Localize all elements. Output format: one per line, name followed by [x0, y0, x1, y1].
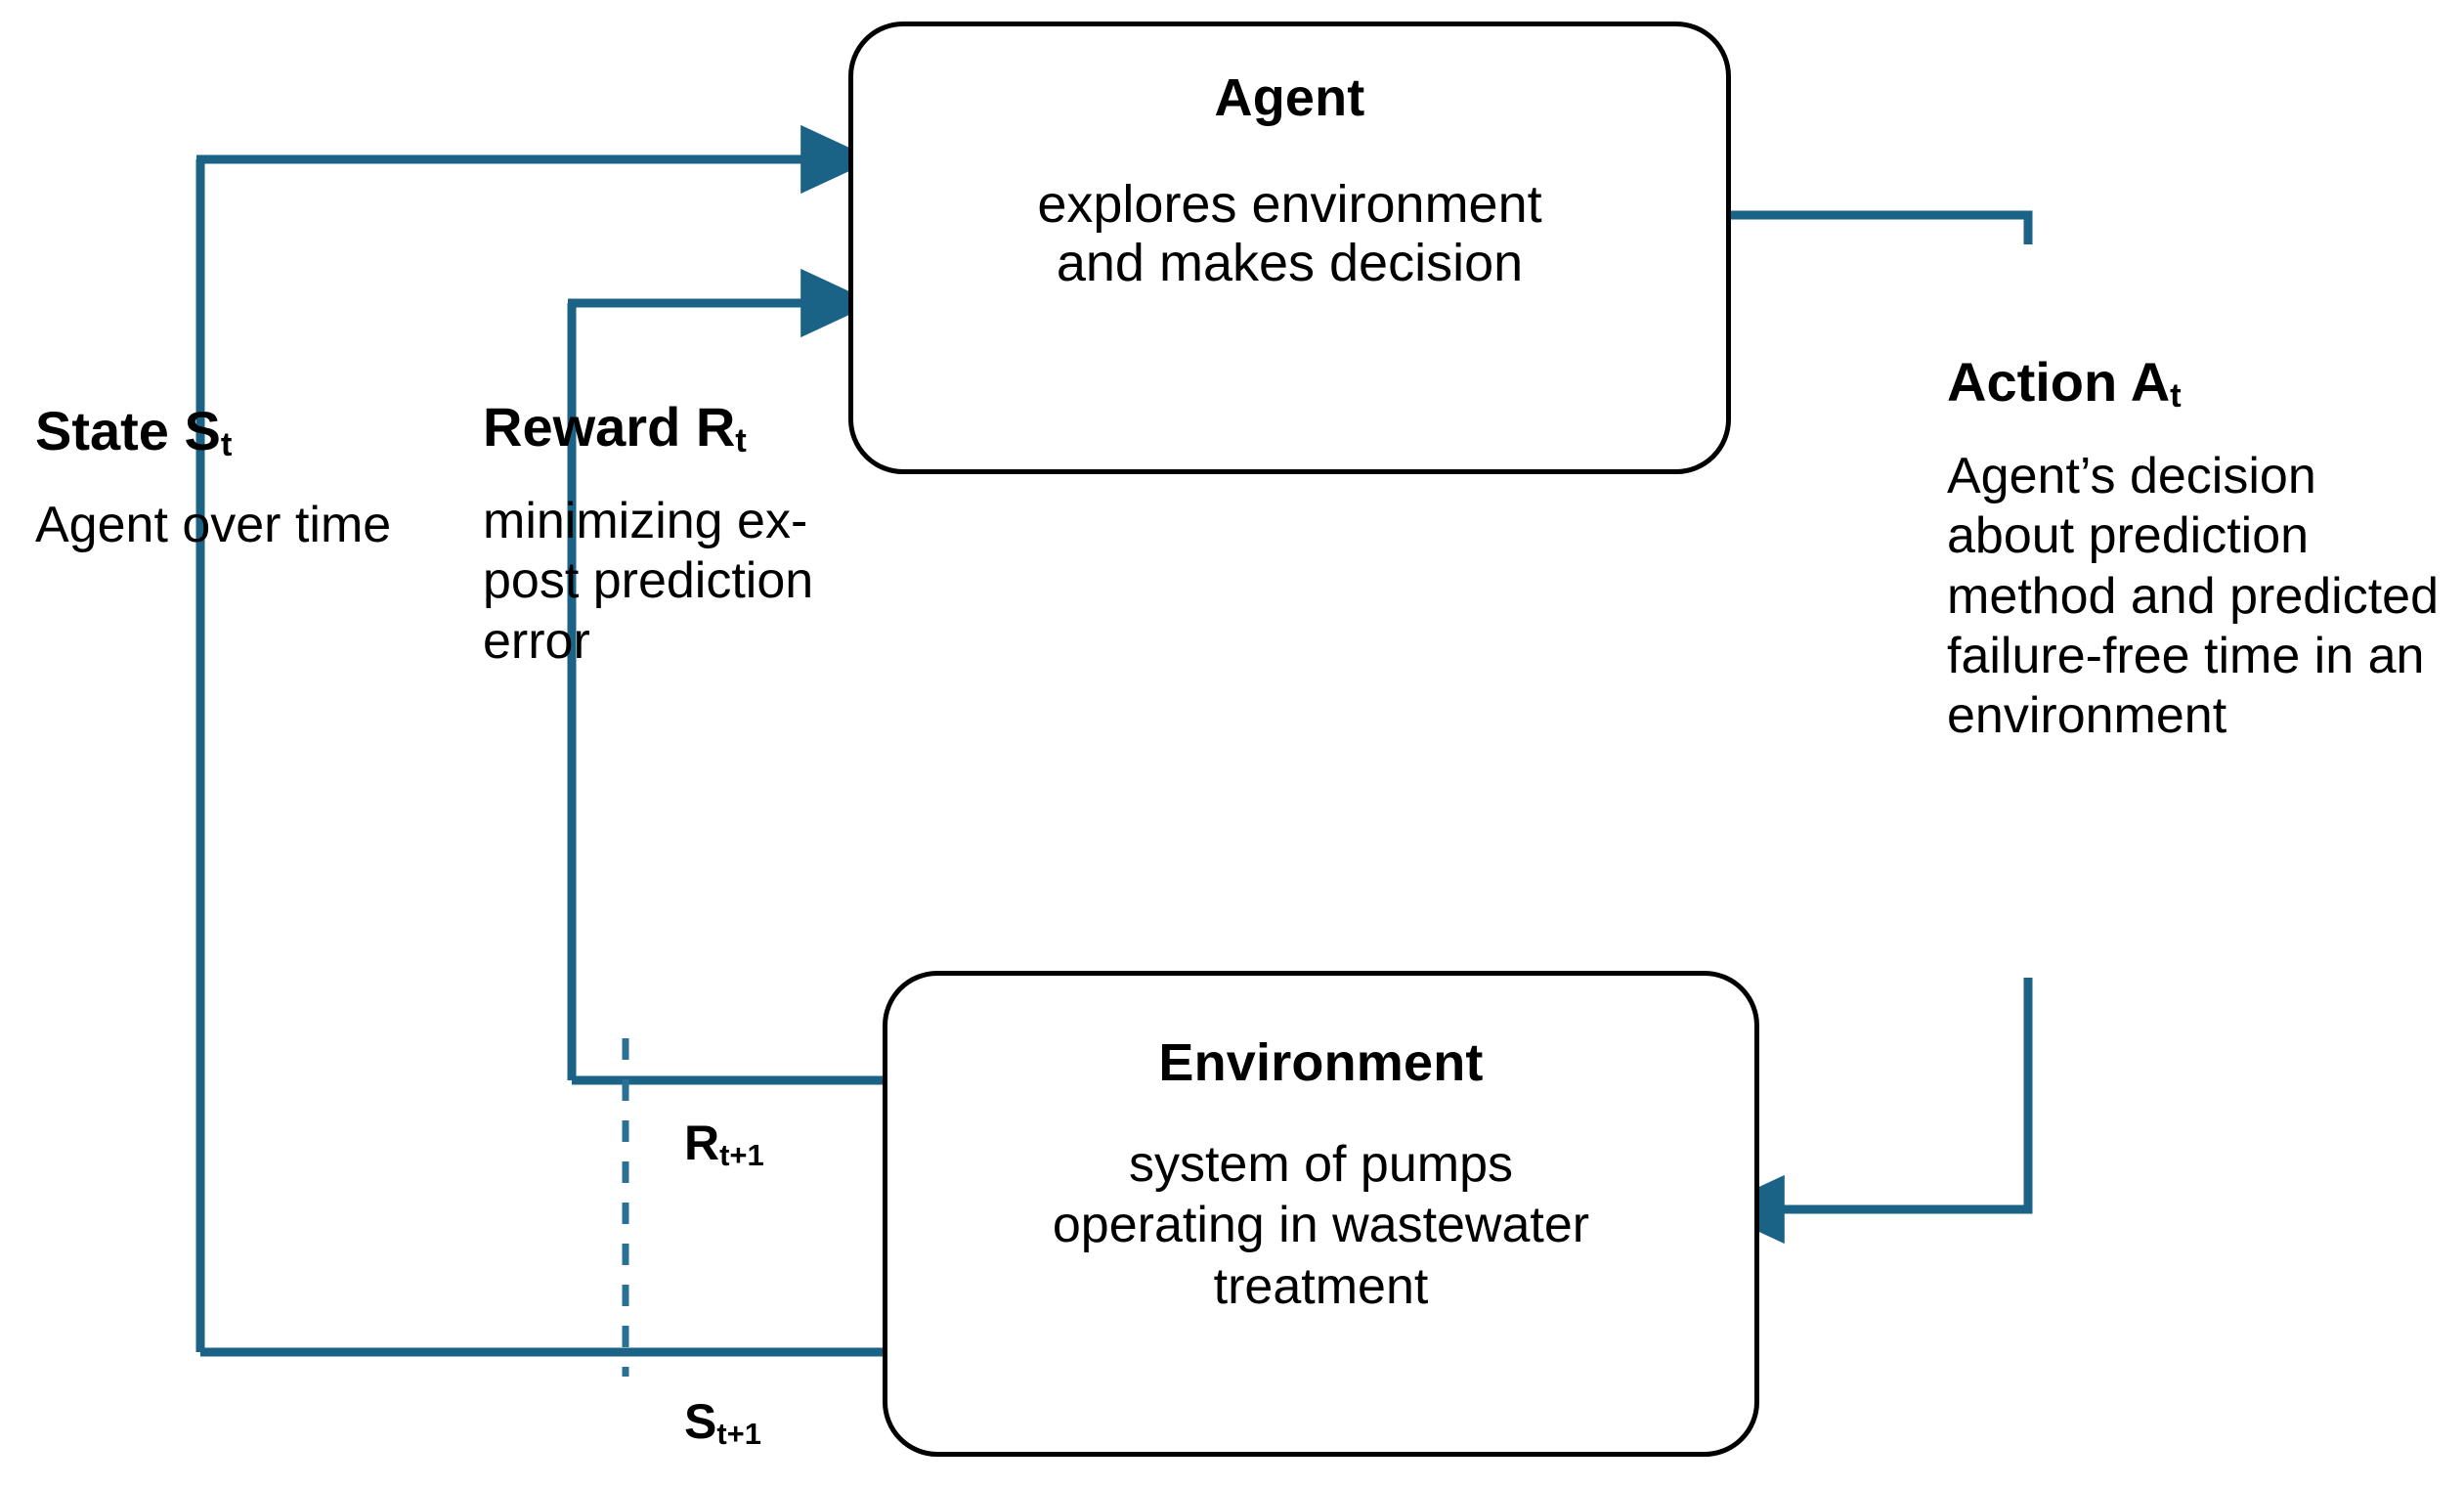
agent-node-title: Agent: [1214, 68, 1365, 127]
environment-description-line-2: operating in wastewater: [1052, 1197, 1590, 1254]
state-next-label: St+1: [684, 1393, 762, 1451]
state-annotation-symbol: State S: [35, 400, 221, 461]
environment-description-line-1: system of pumps: [1128, 1136, 1513, 1193]
reward-annotation: Reward Rt minimizing ex-post prediction …: [483, 396, 835, 672]
state-annotation: State St Agent over time: [35, 400, 426, 555]
action-wire-to-environment: [1710, 978, 2033, 1245]
reward-annotation-symbol: Reward R: [483, 396, 736, 458]
agent-node[interactable]: Agent explores environment and makes dec…: [848, 22, 1731, 474]
state-next-subscript: t+1: [716, 1416, 762, 1451]
state-next-symbol: S: [684, 1394, 717, 1449]
reward-next-symbol: R: [684, 1116, 720, 1170]
action-wire-from-agent: [1727, 210, 2033, 244]
reward-annotation-title: Reward Rt: [483, 396, 835, 460]
reward-annotation-description: minimizing ex-post prediction error: [483, 492, 814, 670]
agent-node-description: explores environment and makes decision: [1037, 175, 1541, 293]
environment-description-line-3: treatment: [1213, 1257, 1429, 1315]
action-annotation-symbol: Action A: [1947, 351, 2171, 413]
environment-node-description: system of pumps operating in wastewater …: [1053, 1134, 1589, 1317]
state-annotation-description: Agent over time: [35, 496, 392, 553]
state-annotation-title: State St: [35, 400, 426, 464]
reward-next-subscript: t+1: [719, 1137, 764, 1172]
reward-annotation-subscript: t: [735, 422, 747, 460]
state-annotation-subscript: t: [220, 426, 233, 464]
action-annotation-subscript: t: [2170, 377, 2182, 416]
action-annotation-title: Action At: [1947, 351, 2455, 416]
agent-description-line-2: and makes decision: [1056, 234, 1524, 293]
environment-node-title: Environment: [1158, 1033, 1484, 1092]
action-annotation: Action At Agent’s decision about predict…: [1947, 351, 2455, 747]
environment-node[interactable]: Environment system of pumps operating in…: [883, 971, 1759, 1457]
reward-next-label: Rt+1: [684, 1115, 764, 1172]
agent-description-line-1: explores environment: [1037, 175, 1542, 234]
action-annotation-description: Agent’s decision about prediction method…: [1947, 447, 2440, 745]
